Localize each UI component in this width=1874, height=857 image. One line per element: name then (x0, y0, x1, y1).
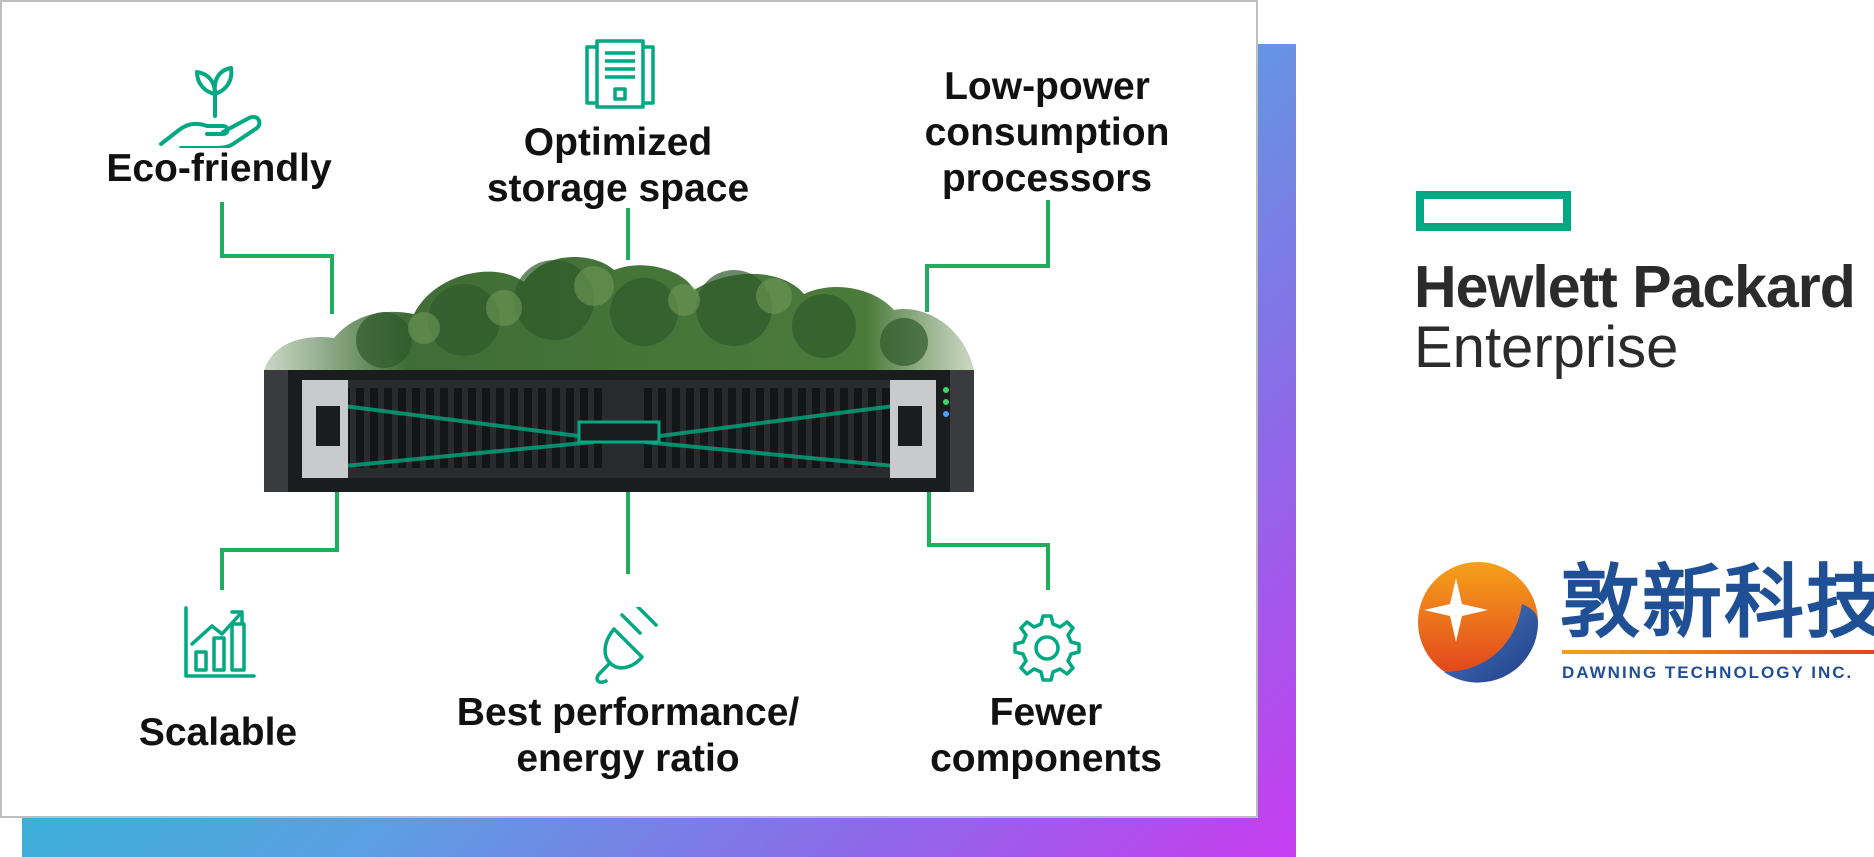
feature-optimized-storage: Optimized storage space (487, 120, 749, 212)
low-power-line2: consumption (924, 111, 1170, 154)
feature-low-power: Low-power consumption processors (925, 64, 1170, 202)
dawning-logo-english: DAWNING TECHNOLOGY INC. (1562, 663, 1854, 682)
optimized-storage-line2: storage space (486, 167, 750, 210)
dawning-logo-rule (1562, 650, 1874, 654)
hpe-logo-name-line1: Hewlett Packard (1414, 254, 1856, 320)
bar-chart-icon (184, 606, 256, 678)
best-performance-line1: Best performance/ (456, 691, 800, 734)
optimized-storage-line1: Optimized (523, 121, 713, 164)
server-cabinet-icon (585, 39, 655, 109)
feature-fewer-components: Fewer components (930, 690, 1162, 782)
dawning-logo-chinese: 敦新科技 (1560, 556, 1874, 649)
feature-card: Eco-friendly Optimized storage space Low… (0, 0, 1258, 818)
dawning-emblem-icon (1418, 562, 1539, 683)
sprout-hand-icon (159, 66, 262, 148)
low-power-line3: processors (941, 157, 1153, 200)
fewer-components-line1: Fewer (989, 691, 1103, 734)
feature-best-performance: Best performance/ energy ratio (457, 690, 799, 782)
server-with-trees-image (264, 257, 974, 492)
feature-eco-friendly: Eco-friendly (106, 147, 332, 190)
gear-icon (1013, 614, 1081, 682)
best-performance-line2: energy ratio (516, 737, 740, 780)
power-plug-icon (595, 607, 658, 685)
feature-scalable: Scalable (138, 711, 298, 754)
hpe-logo-bar (1416, 191, 1571, 231)
fewer-components-line2: components (930, 737, 1162, 780)
low-power-line1: Low-power (944, 65, 1150, 108)
hpe-logo-name-line2: Enterprise (1414, 315, 1679, 380)
